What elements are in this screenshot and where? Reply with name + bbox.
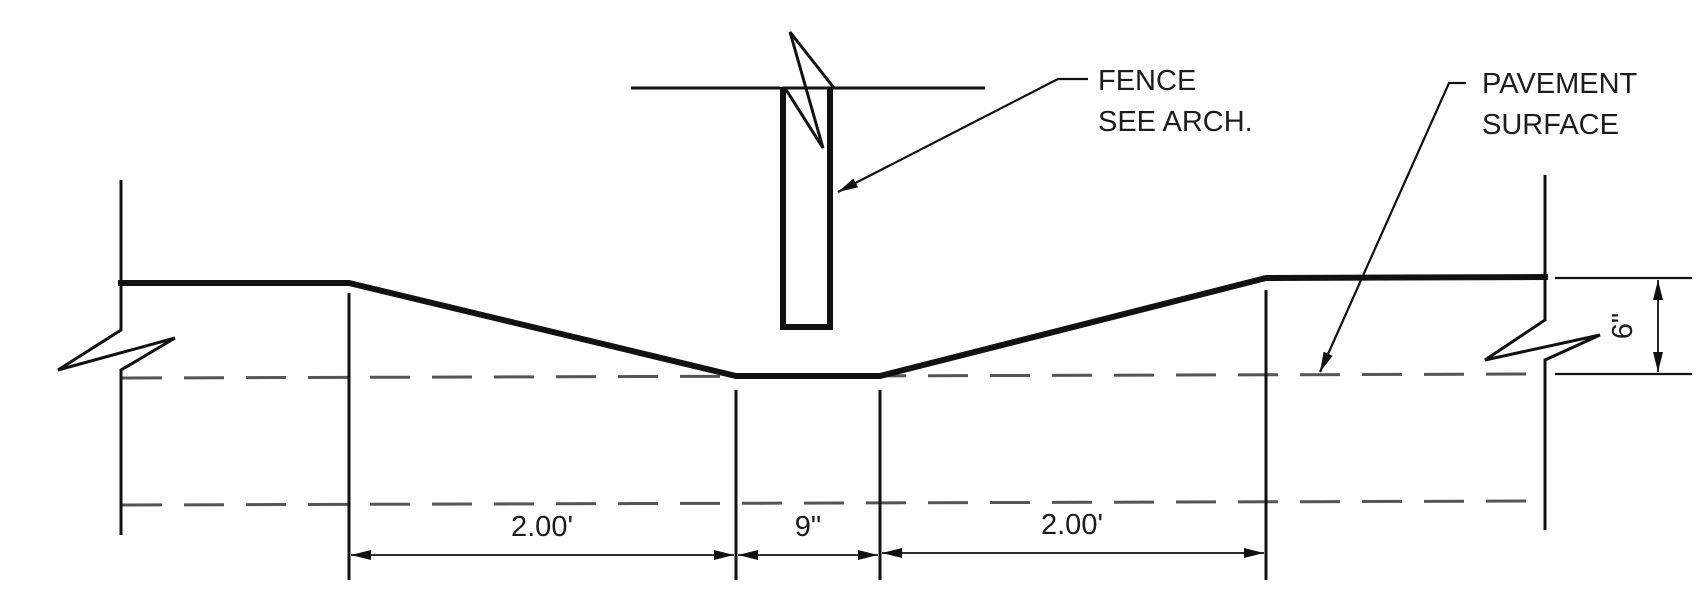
- right-break-line: [1484, 175, 1601, 530]
- pavement-label-line2: SURFACE: [1482, 109, 1619, 141]
- pavement-leader: [1318, 81, 1466, 373]
- dim-label-left: 2.00': [511, 511, 573, 543]
- fence-label-line2: SEE ARCH.: [1098, 106, 1253, 138]
- dim-label-right: 2.00': [1041, 509, 1103, 541]
- dim-label-depth: 6": [1607, 313, 1639, 339]
- pavement-label-line1: PAVEMENT: [1482, 68, 1638, 100]
- swale-profile: [118, 273, 1549, 379]
- fence-label-line1: FENCE: [1098, 65, 1196, 97]
- fence-post: [780, 87, 833, 330]
- fence-break-symbol: [782, 31, 838, 149]
- dim-label-center: 9": [795, 511, 821, 543]
- base-dashed-line: [121, 499, 1546, 507]
- fence-leader: [837, 77, 1088, 193]
- left-break-line: [57, 180, 176, 535]
